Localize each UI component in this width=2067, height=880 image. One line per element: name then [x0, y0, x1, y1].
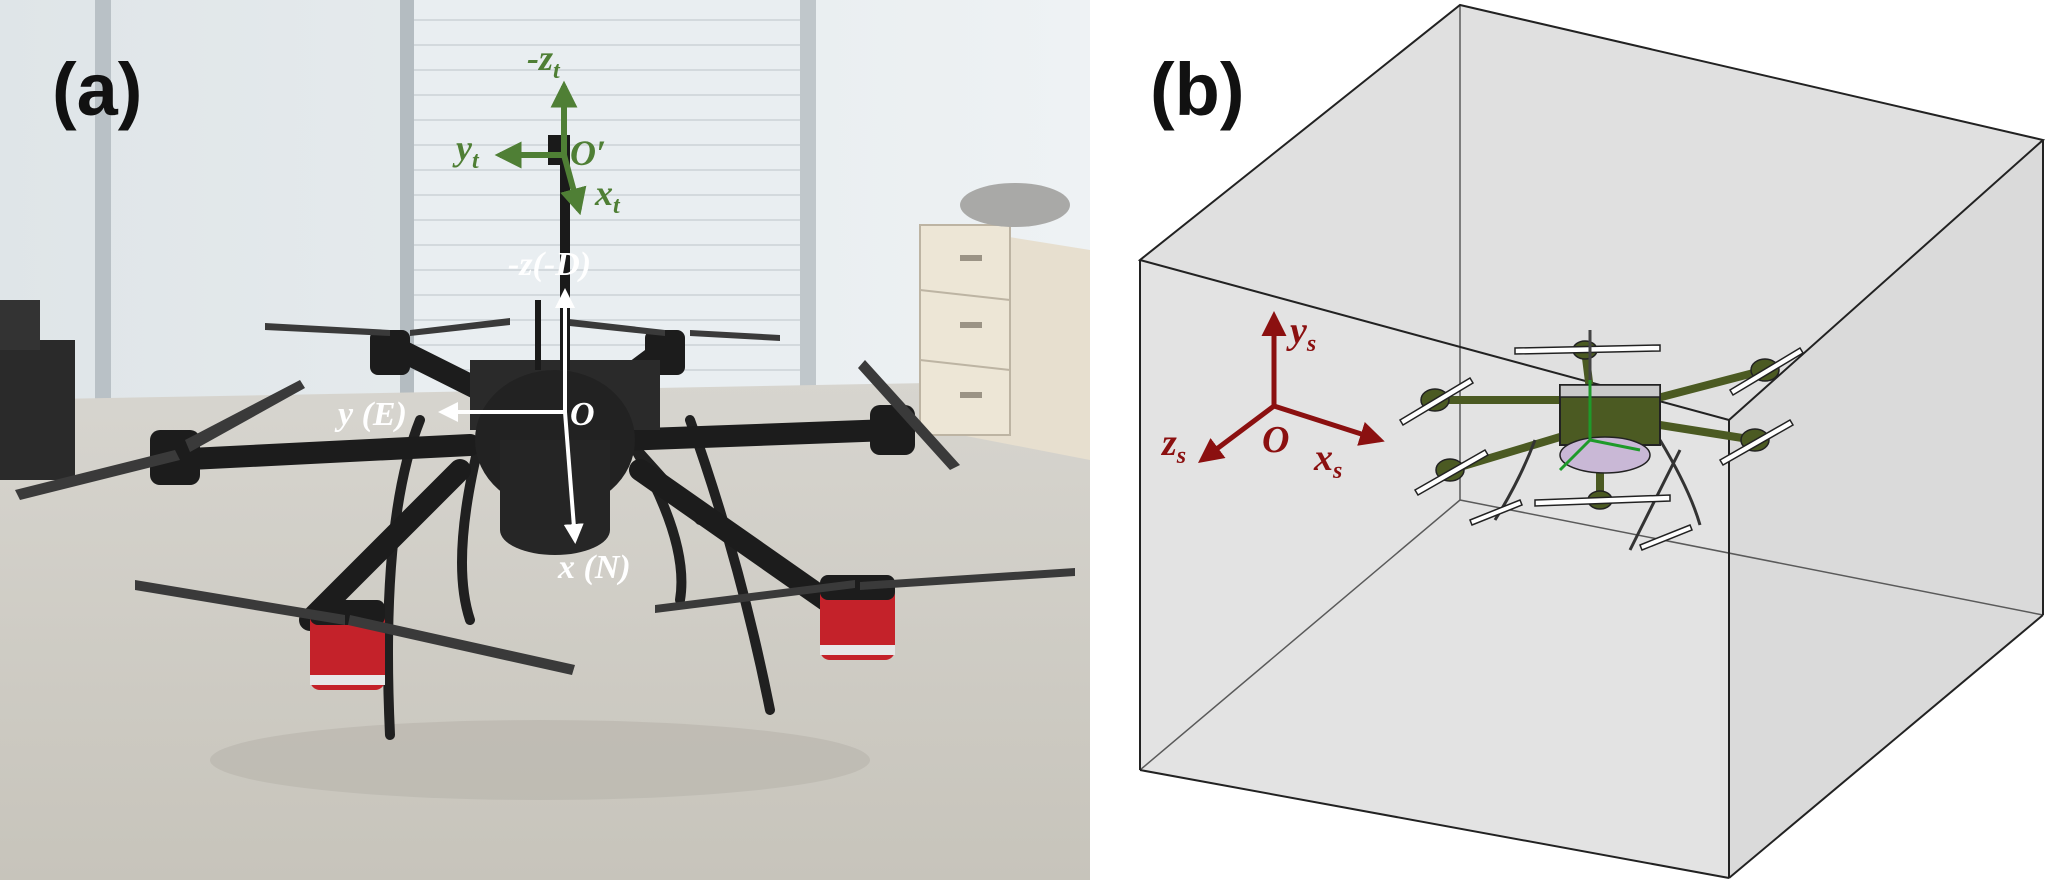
body-origin-label: O [570, 396, 595, 433]
body-axis-x-label: x (N) [557, 549, 631, 586]
body-frame-axes: -z(-D) y (E) O x (N) [334, 246, 631, 586]
body-axis-x-arrow [563, 411, 584, 544]
body-axis-y-label: y (E) [334, 396, 407, 433]
sim-axis-x-label: xs [1313, 437, 1342, 484]
sim-origin-label: O [1262, 419, 1289, 461]
tip-axis-x-arrow [560, 154, 587, 216]
sim-axis-y-label: ys [1286, 310, 1316, 357]
drone-model [1398, 330, 1805, 551]
tip-origin-label: O′ [570, 133, 606, 173]
drone-model-axes [1558, 380, 1641, 472]
tip-axis-minus-z-label: -zt [527, 38, 561, 84]
tip-axis-x-label: xt [594, 173, 621, 219]
tip-frame-axes: -zt yt O′ xt [452, 38, 621, 219]
tip-axis-y-label: yt [452, 128, 480, 174]
sim-axis-z-arrow [1198, 404, 1276, 463]
panel-b: (b) [1137, 3, 2046, 879]
sim-axis-x-arrow [1273, 403, 1385, 446]
panel-a-label: (a) [52, 48, 142, 131]
sim-frame-axes: ys zs O xs [1160, 310, 1385, 484]
sim-axis-z-label: zs [1160, 422, 1186, 469]
panel-a: (a) -z(-D) y (E) O x (N) -zt yt O′ xt [0, 0, 1090, 880]
body-axis-minus-z-label: -z(-D) [508, 246, 591, 283]
panel-b-label: (b) [1150, 48, 1245, 131]
